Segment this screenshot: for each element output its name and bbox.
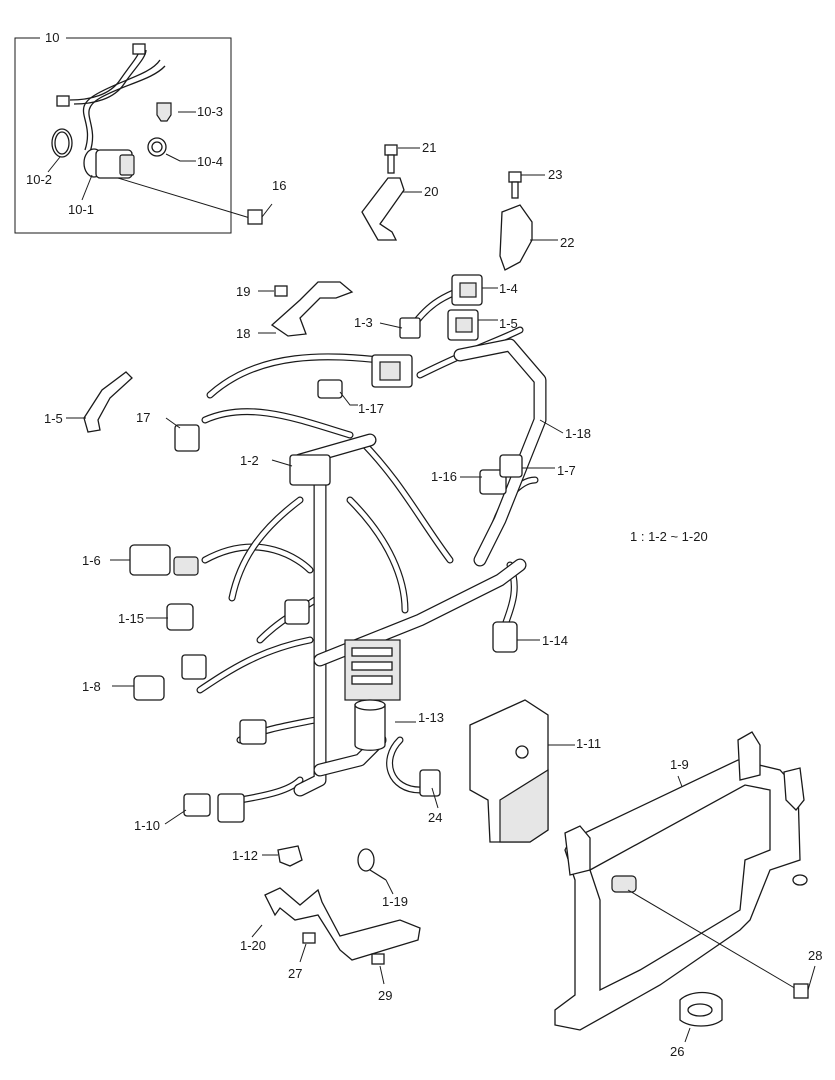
mount-frame-24 [554, 731, 808, 1031]
callout-1-10: 24 [428, 810, 442, 825]
callout-1-6: 1-7 [557, 463, 576, 478]
bracket-27 [251, 887, 421, 985]
sensor-10-1 [83, 148, 135, 179]
connector-1-17 [165, 417, 200, 452]
bolt-16 [117, 177, 273, 225]
connector-1-3 [379, 317, 421, 339]
clip-1-19 [262, 845, 303, 867]
bolt-26 [627, 889, 816, 999]
callout-1-9: 1-11 [576, 736, 601, 751]
callout-29: 27 [288, 966, 302, 981]
bracket-18-bolt-19 [258, 281, 354, 337]
callout-1-12: 1-10 [134, 818, 160, 833]
connector-1-12 [164, 793, 245, 825]
callout-1-7: 1-16 [431, 469, 457, 484]
clamp-25 [679, 991, 723, 1043]
callout-1-11: 1-13 [418, 710, 444, 725]
connector-1-8 [492, 621, 540, 653]
callout-10-3: 10-3 [197, 104, 223, 119]
connector-1-7 [460, 469, 507, 495]
callout-23: 23 [548, 167, 562, 182]
connector-1-16 [271, 454, 331, 486]
callout-21: 21 [422, 140, 436, 155]
callout-10-1: 10-1 [68, 202, 94, 217]
callout-27: 1-20 [240, 938, 266, 953]
callout-1-14: 1-15 [118, 611, 144, 626]
callout-10-4: 10-4 [197, 154, 223, 169]
callout-1-13: 1-8 [82, 679, 101, 694]
callout-20: 20 [424, 184, 438, 199]
bracket-17 [66, 371, 133, 433]
callout-26: 28 [808, 948, 822, 963]
inset-box-10: 10 10-3 10-4 10-2 10-1 [14, 30, 232, 234]
callout-28: 29 [378, 988, 392, 1003]
callout-1-20: 1-19 [382, 894, 408, 909]
leader-1-10 [431, 787, 439, 809]
callout-1-4: 1-4 [499, 281, 518, 296]
callout-17: 1-5 [44, 411, 63, 426]
callout-1-3: 1-3 [354, 315, 373, 330]
tie-1-20 [357, 848, 394, 895]
callout-16: 16 [272, 178, 286, 193]
callout-10-2: 10-2 [26, 172, 52, 187]
connector-1-18 [317, 379, 358, 406]
callout-1-5: 1-5 [499, 316, 518, 331]
callout-18: 18 [236, 326, 250, 341]
connector-1-6 [499, 454, 555, 478]
callout-1-17: 17 [136, 410, 150, 425]
connector-clip-10-3 [156, 102, 172, 122]
callout-22: 22 [560, 235, 574, 250]
connector-1-14 [146, 603, 194, 631]
connector-1-13 [112, 654, 207, 701]
connector-1-15 [110, 544, 199, 576]
bracket-20-bolt-21 [361, 144, 422, 241]
callout-1-8: 1-14 [542, 633, 568, 648]
ecu-1-9 [469, 699, 575, 843]
connector-side-a [239, 599, 441, 797]
callout-1-18: 1-17 [358, 401, 384, 416]
callout-1-19: 1-12 [232, 848, 258, 863]
callout-1-16: 1-2 [240, 453, 259, 468]
bracket-22-bolt-23 [499, 171, 558, 271]
connector-center [371, 354, 413, 388]
leader-1-2 [539, 419, 564, 434]
callout-24: 1-9 [670, 757, 689, 772]
range-note: 1 : 1-2 ~ 1-20 [630, 529, 708, 544]
connector-1-4 [451, 274, 498, 306]
callout-10: 10 [45, 30, 59, 45]
callout-19: 19 [236, 284, 250, 299]
callout-1-15: 1-6 [82, 553, 101, 568]
callout-25: 26 [670, 1044, 684, 1059]
callout-1-2: 1-18 [565, 426, 591, 441]
connector-1-5 [447, 309, 498, 341]
